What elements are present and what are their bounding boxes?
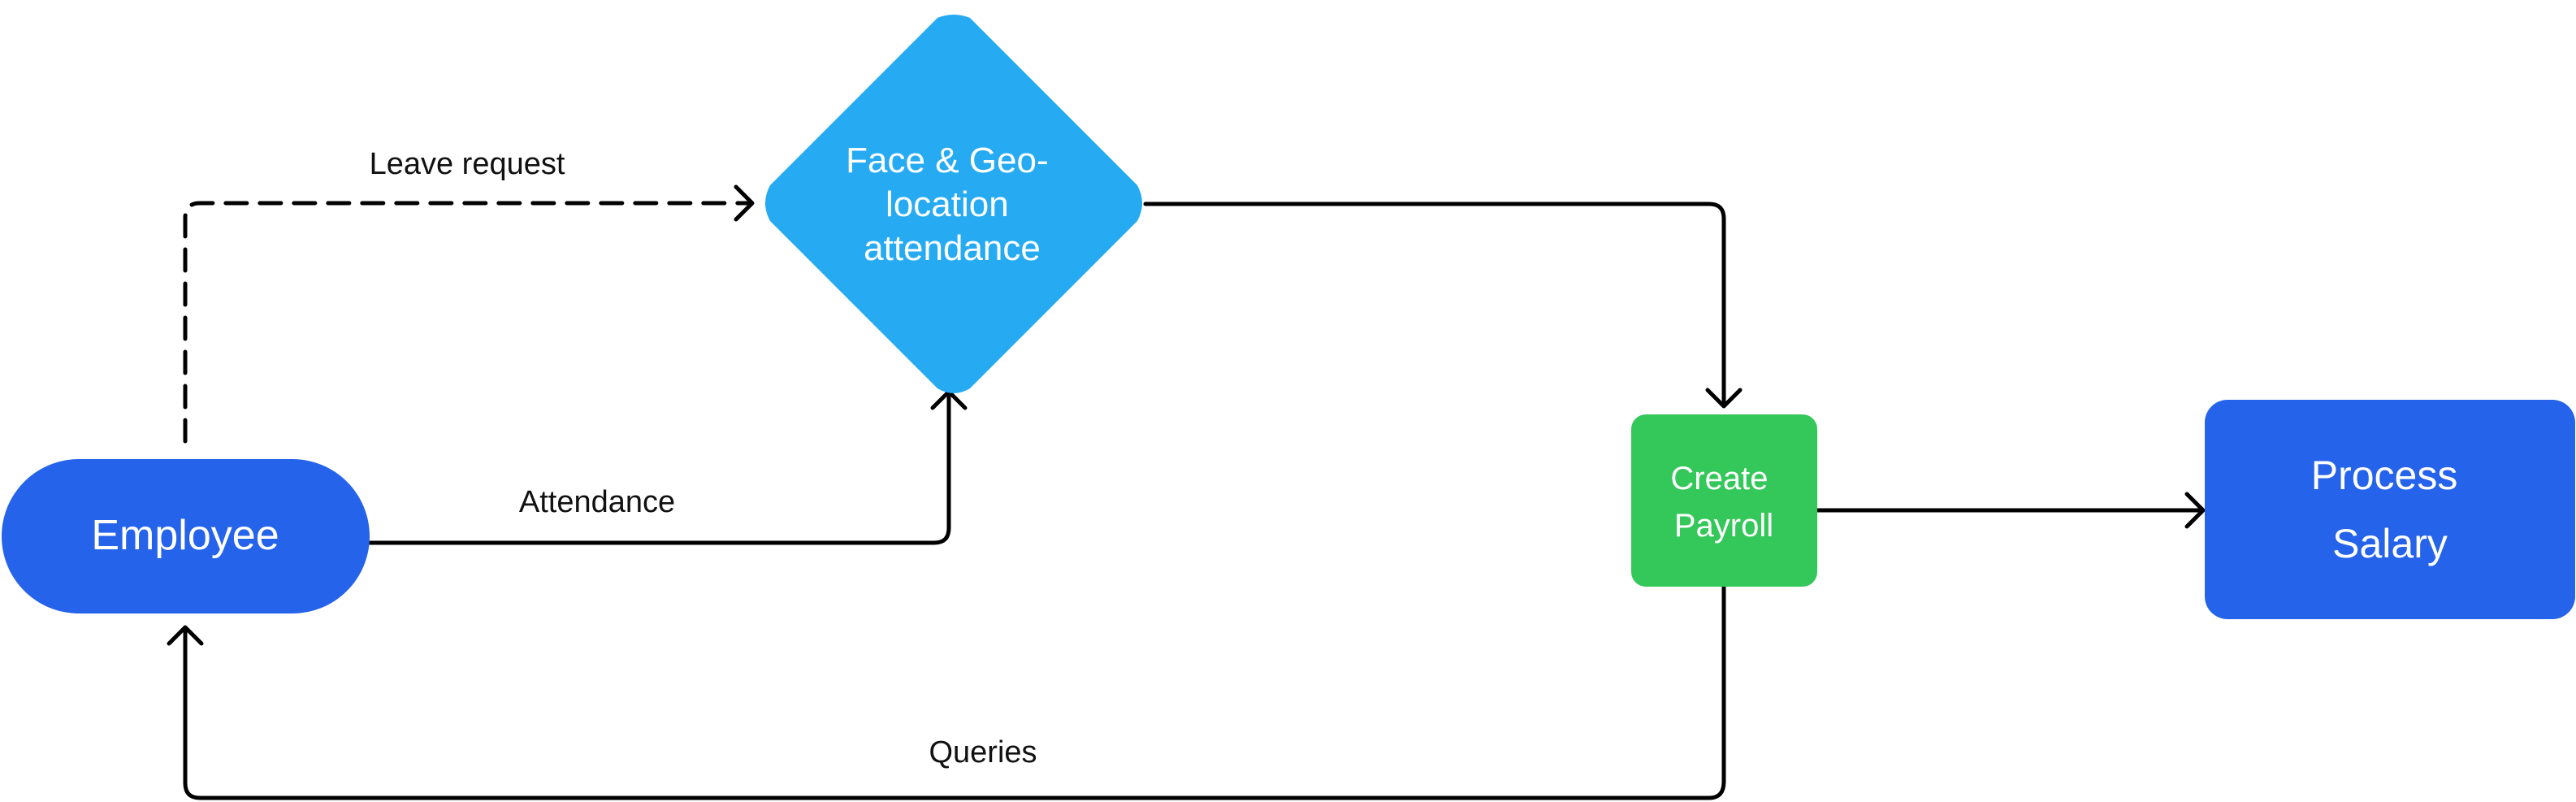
process-salary-label-line-1: Process [2311,453,2458,498]
attendance-to-payroll-arrowhead [1705,388,1743,409]
process-salary-shape [2205,400,2575,619]
attendance-label: Attendance [519,485,675,519]
attendance-check-label-line-1: Face & Geo- [846,141,1048,180]
attendance-check-node[interactable]: Face & Geo- location attendance [765,15,1142,393]
process-salary-label-line-2: Salary [2332,521,2448,566]
employee-node-label: Employee [91,512,279,559]
queries-arrowhead [167,625,204,646]
attendance-check-label: Face & Geo- location attendance [846,141,1059,268]
create-payroll-label-line-1: Create [1670,461,1768,496]
employee-node[interactable]: Employee [2,459,370,613]
leave-request-arrowhead [734,184,755,222]
attendance-check-label-line-2: location [885,184,1009,224]
attendance-connector [367,392,951,545]
leave-request-connector [183,201,750,444]
create-payroll-label: Create Payroll [1670,461,1777,544]
leave-request-label: Leave request [370,147,565,181]
queries-connector [183,585,1726,800]
process-salary-node[interactable]: Process Salary [2205,400,2575,619]
create-payroll-node[interactable]: Create Payroll [1631,414,1817,587]
employee-node-shape [2,459,370,613]
create-payroll-shape [1631,414,1817,587]
process-salary-label: Process Salary [2311,453,2470,566]
attendance-check-diamond [765,15,1142,393]
queries-label: Queries [929,735,1037,769]
payroll-to-salary-arrowhead [2184,492,2206,529]
attendance-to-payroll-connector [1143,202,1726,407]
create-payroll-label-line-2: Payroll [1674,508,1773,544]
attendance-check-label-line-3: attendance [864,228,1041,268]
